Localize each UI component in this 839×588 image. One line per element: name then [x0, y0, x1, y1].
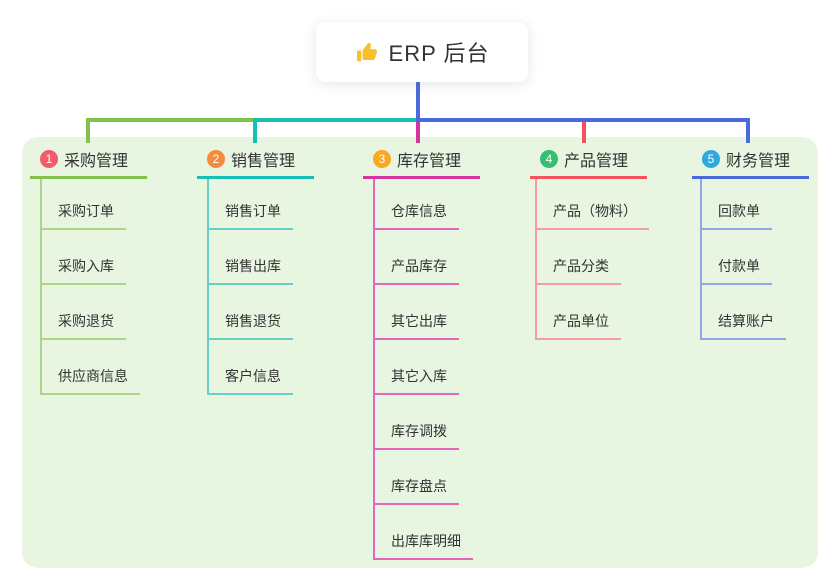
- child-node[interactable]: 客户信息: [207, 363, 293, 395]
- child-spine-line: [535, 179, 537, 340]
- connector-line: [253, 118, 420, 122]
- child-node[interactable]: 仓库信息: [373, 198, 459, 230]
- child-spine-line: [40, 179, 42, 395]
- branch-node-销售管理[interactable]: 2 销售管理: [197, 142, 314, 179]
- connector-line: [86, 118, 90, 143]
- connector-line: [582, 122, 586, 143]
- child-node[interactable]: 供应商信息: [40, 363, 140, 395]
- child-node[interactable]: 出库库明细: [373, 528, 473, 560]
- branch-label: 产品管理: [564, 153, 629, 170]
- child-spine-line: [207, 179, 209, 395]
- child-spine-line: [373, 179, 375, 560]
- child-node[interactable]: 产品库存: [373, 253, 459, 285]
- child-spine-line: [700, 179, 702, 340]
- root-node-label: ERP 后台: [388, 41, 490, 66]
- child-node[interactable]: 产品（物料）: [535, 198, 649, 230]
- branch-number-badge: 4: [540, 150, 558, 168]
- connector-line: [746, 118, 750, 143]
- branch-node-采购管理[interactable]: 1 采购管理: [30, 142, 147, 179]
- branch-number-badge: 5: [702, 150, 720, 168]
- branch-number-badge: 2: [207, 150, 225, 168]
- child-node[interactable]: 销售订单: [207, 198, 293, 230]
- child-node[interactable]: 采购订单: [40, 198, 126, 230]
- branch-number-badge: 3: [373, 150, 391, 168]
- branch-label: 销售管理: [231, 153, 296, 170]
- branch-number-badge: 1: [40, 150, 58, 168]
- child-node[interactable]: 付款单: [700, 253, 772, 285]
- connector-line: [416, 122, 420, 143]
- branch-label: 采购管理: [64, 153, 129, 170]
- child-node[interactable]: 采购退货: [40, 308, 126, 340]
- thumbs-up-icon: [356, 42, 377, 62]
- child-node[interactable]: 其它出库: [373, 308, 459, 340]
- root-connector-line: [416, 82, 420, 122]
- branch-node-库存管理[interactable]: 3 库存管理: [363, 142, 480, 179]
- child-node[interactable]: 库存盘点: [373, 473, 459, 505]
- child-node[interactable]: 销售出库: [207, 253, 293, 285]
- child-node[interactable]: 回款单: [700, 198, 772, 230]
- connector-line: [253, 118, 257, 143]
- child-node[interactable]: 库存调拨: [373, 418, 459, 450]
- branch-label: 财务管理: [726, 153, 791, 170]
- child-node[interactable]: 销售退货: [207, 308, 293, 340]
- child-node[interactable]: 产品分类: [535, 253, 621, 285]
- root-node[interactable]: ERP 后台: [316, 22, 528, 82]
- connector-line: [416, 118, 750, 122]
- branch-label: 库存管理: [397, 153, 462, 170]
- child-node[interactable]: 产品单位: [535, 308, 621, 340]
- child-node[interactable]: 其它入库: [373, 363, 459, 395]
- branch-node-财务管理[interactable]: 5 财务管理: [692, 142, 809, 179]
- child-node[interactable]: 采购入库: [40, 253, 126, 285]
- child-node[interactable]: 结算账户: [700, 308, 786, 340]
- branch-node-产品管理[interactable]: 4 产品管理: [530, 142, 647, 179]
- mindmap-panel: [22, 137, 818, 568]
